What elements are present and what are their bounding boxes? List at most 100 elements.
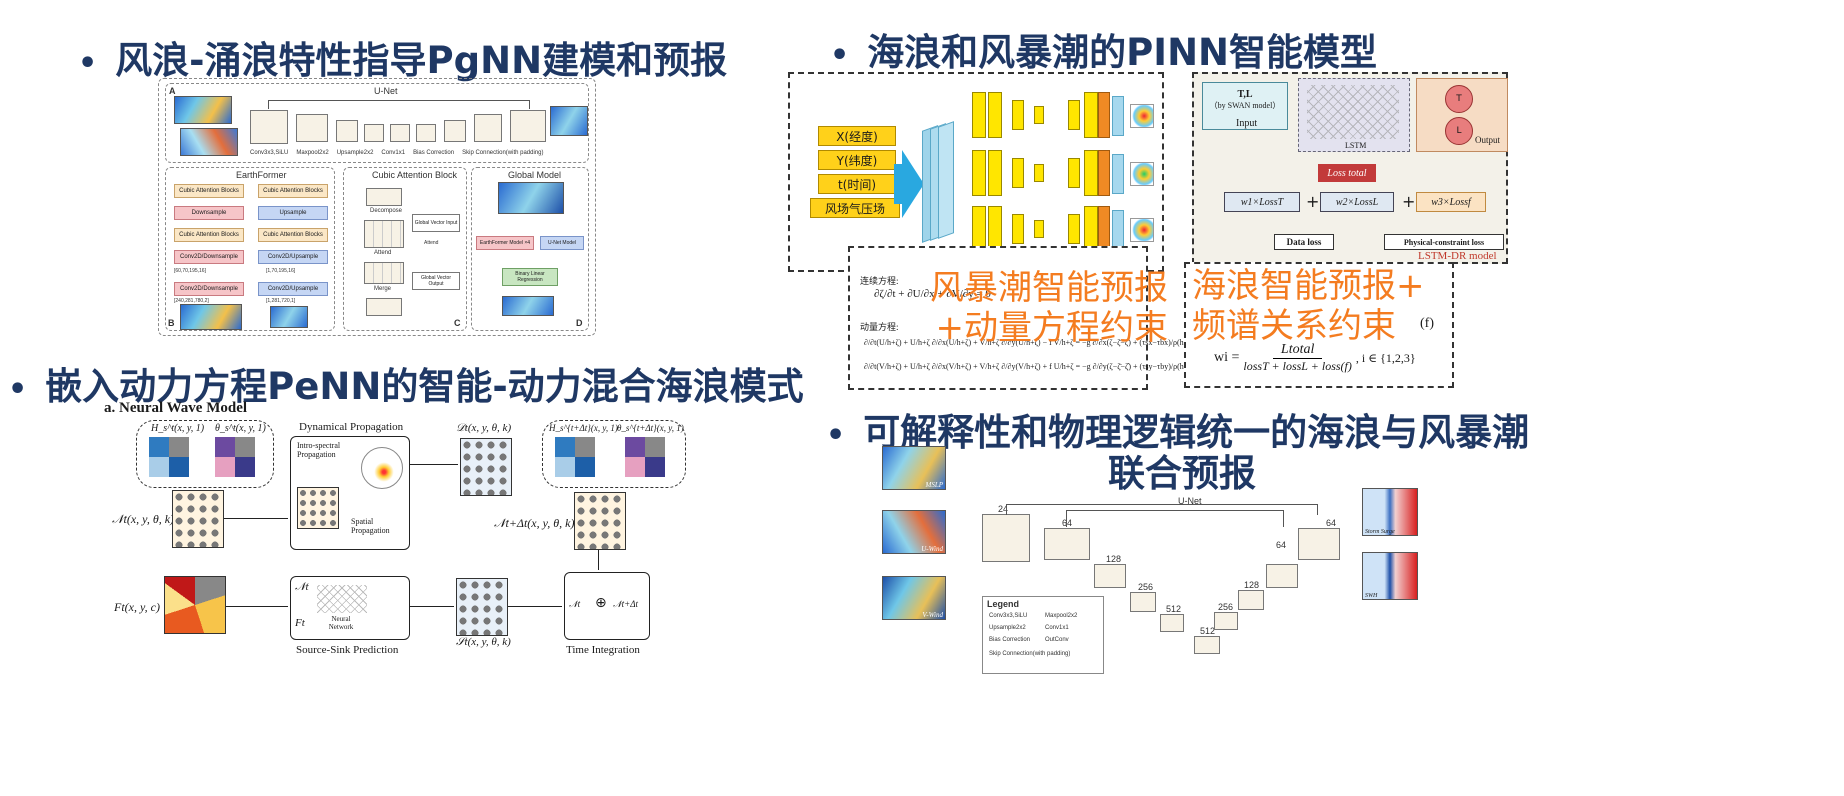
- spatial-label: Spatial Propagation: [351, 517, 390, 535]
- ft-label: Ft(x, y, c): [114, 600, 160, 614]
- loss-f-box: w3×Lossf: [1416, 192, 1486, 212]
- channel-count: 128: [1106, 554, 1122, 564]
- lstm-dr-label: LSTM-DR model: [1418, 250, 1497, 262]
- unet-block: [1238, 590, 1264, 610]
- input-heatmaps-group: H_s^t(x, y, 1) θ_s^t(x, y, 1): [136, 420, 274, 488]
- legend-title: Legend: [987, 599, 1020, 609]
- panel-b-label: B: [168, 318, 175, 328]
- source-sink-box: 𝒩t Ft Neural Network: [290, 576, 410, 640]
- binary-box: Binary Linear Regression: [502, 268, 558, 286]
- unet-block: [1194, 636, 1220, 654]
- figure-lstm-dr: T,L （by SWAN model） Input LSTM T L Outpu…: [1192, 72, 1508, 264]
- theta-out-label: θ_s^{t+Δt}(x, y, 1): [617, 423, 684, 433]
- unet-block: [510, 110, 546, 142]
- lstm-label: LSTM: [1345, 141, 1367, 150]
- channel-count: 512: [1200, 626, 1216, 636]
- ft-heatmap: [164, 576, 226, 634]
- unet-block: [444, 120, 466, 142]
- heatmap-theta-out: [625, 437, 665, 477]
- ti-nt: 𝒩t: [569, 599, 581, 609]
- output-node-l: L: [1445, 117, 1473, 145]
- data-loss-box: Data loss: [1274, 234, 1334, 250]
- legend-item: Conv3x3,SiLU: [989, 613, 1028, 619]
- legend-item: Conv3x3,SiLU: [250, 150, 289, 156]
- skip-connection: [1066, 510, 1284, 527]
- legend-item: Skip Connection(with padding): [989, 651, 1071, 657]
- unet-block: [364, 124, 384, 142]
- output-plot: [1130, 218, 1154, 242]
- unet-model-box: U-Net Model: [540, 236, 584, 250]
- ef-left-block: Cubic Attention Blocks: [174, 184, 244, 198]
- nt-grid: [172, 490, 224, 548]
- eq-momentum-u: ∂/∂t(U/h+ζ) + U/h+ζ ∂/∂x(U/h+ζ) + V/h+ζ …: [864, 338, 1195, 347]
- lstm-connections: [1307, 85, 1399, 139]
- legend-item: Bias Correction: [989, 637, 1031, 643]
- unet-legend: Conv3x3,SiLU Maxpool2x2 Upsample2x2 Conv…: [250, 150, 586, 156]
- st-grid: [456, 578, 508, 636]
- panel-unet: A U-Net Conv3x3,SiLU Maxpool2x2 Upsample…: [165, 83, 589, 163]
- input-label: Input: [1236, 118, 1258, 129]
- unet-block: [1160, 614, 1184, 632]
- unet-block: [1214, 612, 1238, 630]
- title-penn: •嵌入动力方程PeNN的智能-动力混合海浪模式: [8, 365, 804, 408]
- ss-label: Source-Sink Prediction: [296, 644, 399, 656]
- ntdt-label: 𝒩t+Δt(x, y, θ, k): [494, 516, 575, 530]
- ef-right-block: Conv2D/Upsample: [258, 250, 328, 264]
- ef-right-block: Conv2D/Upsample: [258, 282, 328, 296]
- arrow-shaft: [894, 164, 904, 204]
- ef-right-block: Cubic Attention Blocks: [258, 184, 328, 198]
- ti-ntdt: 𝒩t+Δt: [613, 599, 638, 609]
- loss-t-box: w1×LossT: [1224, 192, 1300, 212]
- title-pgnn: •风浪-涌浪特性指导PgNN建模和预报: [78, 39, 728, 82]
- connector: [410, 464, 458, 465]
- figure-pgnn: A U-Net Conv3x3,SiLU Maxpool2x2 Upsample…: [158, 78, 596, 336]
- nn-label: Neural Network: [328, 615, 354, 631]
- channel-count: 64: [1062, 518, 1073, 528]
- ft-sym: Ft: [295, 617, 305, 629]
- shape-label: [1,281,720,1]: [266, 298, 296, 304]
- ef-left-block: Conv2D/Downsample: [174, 282, 244, 296]
- h-in-label: H_s^t(x, y, 1): [151, 423, 205, 434]
- st-label: 𝒮t(x, y, θ, k): [456, 636, 511, 648]
- ti-label: Time Integration: [566, 644, 640, 656]
- lstm-box: LSTM: [1298, 78, 1410, 152]
- output-map: [270, 306, 308, 328]
- legend-item: Upsample2x2: [336, 150, 374, 156]
- output-node-t: T: [1445, 85, 1473, 113]
- big-arrow-icon: [902, 150, 924, 218]
- connector: [410, 606, 454, 607]
- eq-label-momentum: 动量方程:: [860, 322, 899, 332]
- connector: [226, 606, 288, 607]
- dynamical-propagation-box: Dynamical Propagation Intro-spectral Pro…: [290, 421, 410, 550]
- channel-count: 128: [1244, 580, 1260, 590]
- unet-block: [336, 120, 358, 142]
- unet-block: [1130, 592, 1156, 612]
- panel-global-model: Global Model EarthFormer Model ×4 U-Net …: [471, 167, 589, 331]
- h-out-label: H_s^{t+Δt}(x, y, 1): [549, 423, 618, 433]
- legend-item: Maxpool2x2: [1045, 613, 1078, 619]
- unet-block: [1094, 564, 1126, 588]
- title-pinn: •海浪和风暴潮的PINN智能模型: [830, 31, 1378, 74]
- cab-item: Merge: [374, 286, 392, 292]
- attend-label: Attend: [424, 240, 439, 246]
- channel-count: 64: [1326, 518, 1337, 528]
- theta-in-label: θ_s^t(x, y, 1): [215, 423, 266, 434]
- layer: [938, 121, 954, 239]
- plus-sign: +: [1306, 192, 1320, 211]
- plus-sign: +: [1402, 192, 1416, 211]
- dyn-label: Dynamical Propagation: [299, 421, 404, 433]
- unet-block: [390, 124, 410, 142]
- legend-item: Conv1x1: [381, 150, 406, 156]
- cab-item: Attend: [374, 250, 392, 256]
- title-joint-line2: 联合预报: [1108, 452, 1256, 495]
- network-row: [972, 202, 1124, 254]
- unet-block: [1044, 528, 1090, 560]
- legend-item: OutConv: [1045, 637, 1069, 643]
- legend-item: Upsample2x2: [989, 625, 1026, 631]
- swan-input-box: T,L （by SWAN model）: [1202, 82, 1288, 130]
- input-wind-pressure: 风场气压场: [810, 198, 900, 218]
- network-row: [972, 88, 1124, 140]
- nn-icon: [317, 585, 367, 613]
- legend-item: Maxpool2x2: [296, 150, 329, 156]
- connector: [508, 606, 562, 607]
